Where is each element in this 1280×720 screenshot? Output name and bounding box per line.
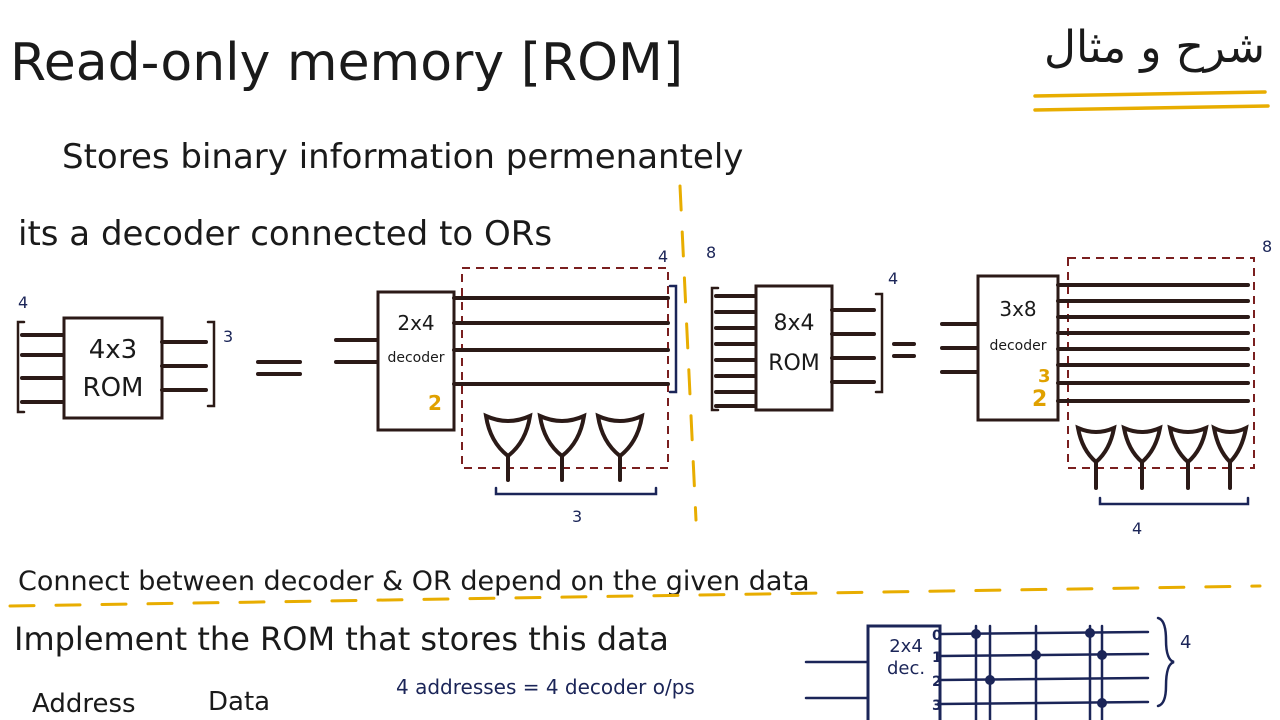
rom2-output-count: 4	[888, 269, 898, 288]
decoder3-output-label: 1	[932, 650, 942, 666]
decoder-2x4-implementation: 2x4 dec. 0 1 2 3 4	[804, 616, 1191, 720]
decoder3-box	[866, 624, 942, 720]
addresses-note: 4 addresses = 4 decoder o/ps	[396, 675, 695, 699]
or-gate	[537, 412, 587, 482]
or-gate	[483, 412, 533, 482]
rom2-box	[754, 284, 834, 412]
arabic-title-underline	[1033, 90, 1267, 98]
description-line-2: its a decoder connected to ORs	[18, 214, 552, 254]
decoder1-or-bracket	[494, 486, 658, 496]
connection-dot	[1097, 650, 1107, 660]
decoder2-output-count: 8	[1262, 237, 1272, 256]
or-gate	[595, 412, 645, 482]
decoder1-or-dashed-region	[461, 267, 669, 469]
decoder2-box	[976, 274, 1060, 422]
decoder3-output-bracket	[1156, 616, 1175, 708]
rom1-input-count: 4	[18, 293, 28, 312]
decoder-3x8-or-diagram: 3x8 decoder 3 2 8 4	[940, 237, 1272, 538]
rom2-label-size: 8x4	[773, 311, 814, 336]
decoder3-label-size: 2x4	[889, 636, 923, 657]
rom2-output-bracket	[874, 292, 884, 394]
rom1-input-bracket	[16, 320, 26, 414]
decoder2-label-type: decoder	[989, 338, 1046, 354]
decoder1-or-count: 3	[572, 507, 582, 526]
decoder3-output-label: 0	[932, 628, 942, 644]
decoder1-output-bracket	[668, 284, 678, 394]
rom1-box	[62, 316, 164, 420]
rom-4x3-diagram: 4 4x3 ROM 3	[16, 293, 233, 420]
connection-dot	[1097, 698, 1107, 708]
page-title: Read-only memory [ROM]	[10, 33, 683, 93]
rom2-input-bracket	[710, 286, 720, 412]
section-divider-horizontal	[8, 584, 1262, 608]
decoder1-box	[376, 290, 456, 432]
connection-dot	[985, 675, 995, 685]
or-gate	[1075, 424, 1117, 490]
rom1-output-count: 3	[223, 327, 233, 346]
implement-title: Implement the ROM that stores this data	[14, 620, 669, 658]
decoder3-output-label: 3	[932, 698, 942, 714]
connection-dot	[971, 629, 981, 639]
description-line-1: Stores binary information permenantely	[62, 137, 743, 177]
decoder-2x4-or-diagram: 2x4 decoder 2 4 3	[334, 247, 678, 526]
table-header-data: Data	[208, 687, 270, 717]
decoder2-sub-count: 2	[1032, 387, 1047, 412]
arabic-title: شرح و مثال	[1044, 22, 1265, 73]
decoder2-select-count: 3	[1038, 366, 1051, 387]
connection-dot	[1085, 628, 1095, 638]
arabic-title-underline-2	[1033, 104, 1270, 112]
or-gate	[1121, 424, 1163, 490]
decoder3-output-label: 2	[932, 674, 942, 690]
rom1-label-size: 4x3	[89, 335, 137, 365]
table-header-address: Address	[32, 689, 136, 719]
decoder1-select-count: 2	[428, 391, 442, 415]
decoder2-or-bracket	[1098, 496, 1250, 506]
decoder3-label-type: dec.	[887, 658, 925, 679]
rom-8x4-diagram: 8 8x4 ROM 4	[706, 243, 898, 412]
rom2-label-rom: ROM	[768, 351, 820, 376]
decoder1-label-size: 2x4	[397, 311, 434, 335]
or-gate	[1167, 424, 1209, 490]
decoder2-or-count: 4	[1132, 519, 1142, 538]
decoder2-label-size: 3x8	[999, 297, 1036, 321]
rom1-label-rom: ROM	[83, 373, 144, 403]
connection-dot	[1031, 650, 1041, 660]
or-gate	[1211, 424, 1249, 490]
rom1-output-bracket	[206, 320, 216, 408]
decoder1-label-type: decoder	[387, 350, 444, 366]
section-divider	[678, 184, 698, 522]
connect-note: Connect between decoder & OR depend on t…	[18, 566, 810, 597]
decoder3-bracket-count: 4	[1180, 632, 1191, 653]
decoder1-output-count: 4	[658, 247, 668, 266]
rom2-input-count: 8	[706, 243, 716, 262]
